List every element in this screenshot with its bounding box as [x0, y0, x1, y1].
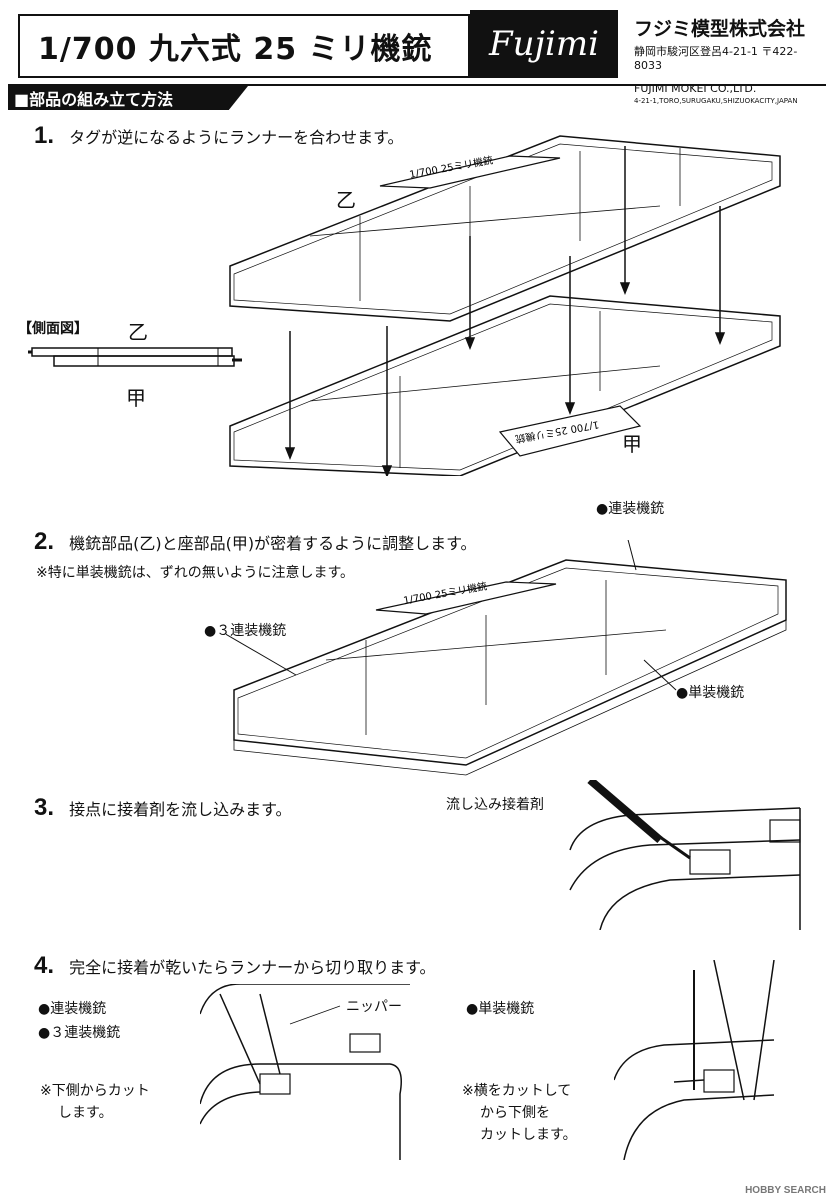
alignment-arrows — [284, 146, 726, 476]
step-1: 1. タグが逆になるようにランナーを合わせます。 — [34, 122, 404, 150]
cut-diagram-side — [614, 960, 775, 1160]
step-3-number: 3. — [34, 794, 55, 821]
step-1-number: 1. — [34, 122, 55, 149]
side-view-diagram — [28, 347, 242, 367]
single-mount-label: ●単装機銃 — [676, 685, 745, 701]
company-info: フジミ模型株式会社 静岡市駿河区登呂4-21-1 〒422-8033 FUJIM… — [634, 14, 824, 105]
step4-twin-label: ●連装機銃 — [38, 1001, 107, 1017]
twin-mount-label: ●連装機銃 — [596, 501, 665, 517]
company-name: フジミ模型株式会社 — [634, 18, 806, 40]
step-4: 4. 完全に接着が乾いたらランナーから切り取ります。 — [34, 952, 436, 980]
step4-right-note-3: カットします。 — [480, 1127, 577, 1143]
section-title: ■部品の組み立て方法 — [8, 86, 248, 110]
step4-single-label: ●単装機銃 — [466, 1001, 535, 1017]
lower-runner-label: 甲 — [622, 432, 642, 456]
brand-logo: Fujimi — [470, 10, 618, 78]
cut-diagram-bottom — [200, 984, 410, 1160]
step4-left-note-1: ※下側からカット — [40, 1083, 150, 1099]
nipper-label: ニッパー — [346, 999, 402, 1015]
step-2-assembled-diagram: 1/700 25ミリ機銃 — [226, 540, 787, 776]
step4-left-note-2: します。 — [58, 1105, 113, 1121]
step-1-runner-diagram: 1/700 25ミリ機銃 1/700 25ミリ機銃 — [229, 135, 781, 476]
step4-triple-label: ●３連装機銃 — [38, 1025, 121, 1041]
step-1-text: タグが逆になるようにランナーを合わせます。 — [69, 128, 404, 147]
side-view-upper-label: 乙 — [128, 320, 148, 344]
step4-right-note-1: ※横をカットして — [462, 1083, 572, 1099]
header-divider — [8, 84, 826, 86]
instruction-title: 1/700 九六式 25 ミリ機銃 — [18, 14, 470, 78]
side-view-label: 【側面図】 — [18, 321, 88, 337]
company-address-en: 4-21-1,TORO,SURUGAKU,SHIZUOKACITY,JAPAN — [634, 97, 798, 105]
step-2-note: ※特に単装機銃は、ずれの無いように注意します。 — [36, 565, 355, 581]
step-2-text: 機銃部品(乙)と座部品(甲)が密着するように調整します。 — [69, 534, 477, 553]
upper-runner — [229, 135, 781, 322]
step4-right-note-2: から下側を — [480, 1105, 550, 1121]
upper-runner-label: 乙 — [336, 188, 356, 212]
lower-runner — [229, 295, 781, 476]
glue-application-diagram — [569, 780, 801, 930]
company-address-jp: 静岡市駿河区登呂4-21-1 〒422-8033 — [634, 45, 798, 72]
step-2-number: 2. — [34, 528, 55, 555]
step-3-text: 接点に接着剤を流し込みます。 — [69, 800, 292, 819]
step-3: 3. 接点に接着剤を流し込みます。 — [34, 794, 292, 822]
side-view-lower-label: 甲 — [126, 386, 146, 410]
watermark: HOBBY SEARCH — [745, 1185, 826, 1196]
step-2: 2. 機銃部品(乙)と座部品(甲)が密着するように調整します。 — [34, 528, 476, 556]
step-4-number: 4. — [34, 952, 55, 979]
glue-label: 流し込み接着剤 — [446, 797, 544, 813]
step-4-text: 完全に接着が乾いたらランナーから切り取ります。 — [69, 958, 436, 977]
triple-mount-label: ●３連装機銃 — [204, 623, 287, 639]
